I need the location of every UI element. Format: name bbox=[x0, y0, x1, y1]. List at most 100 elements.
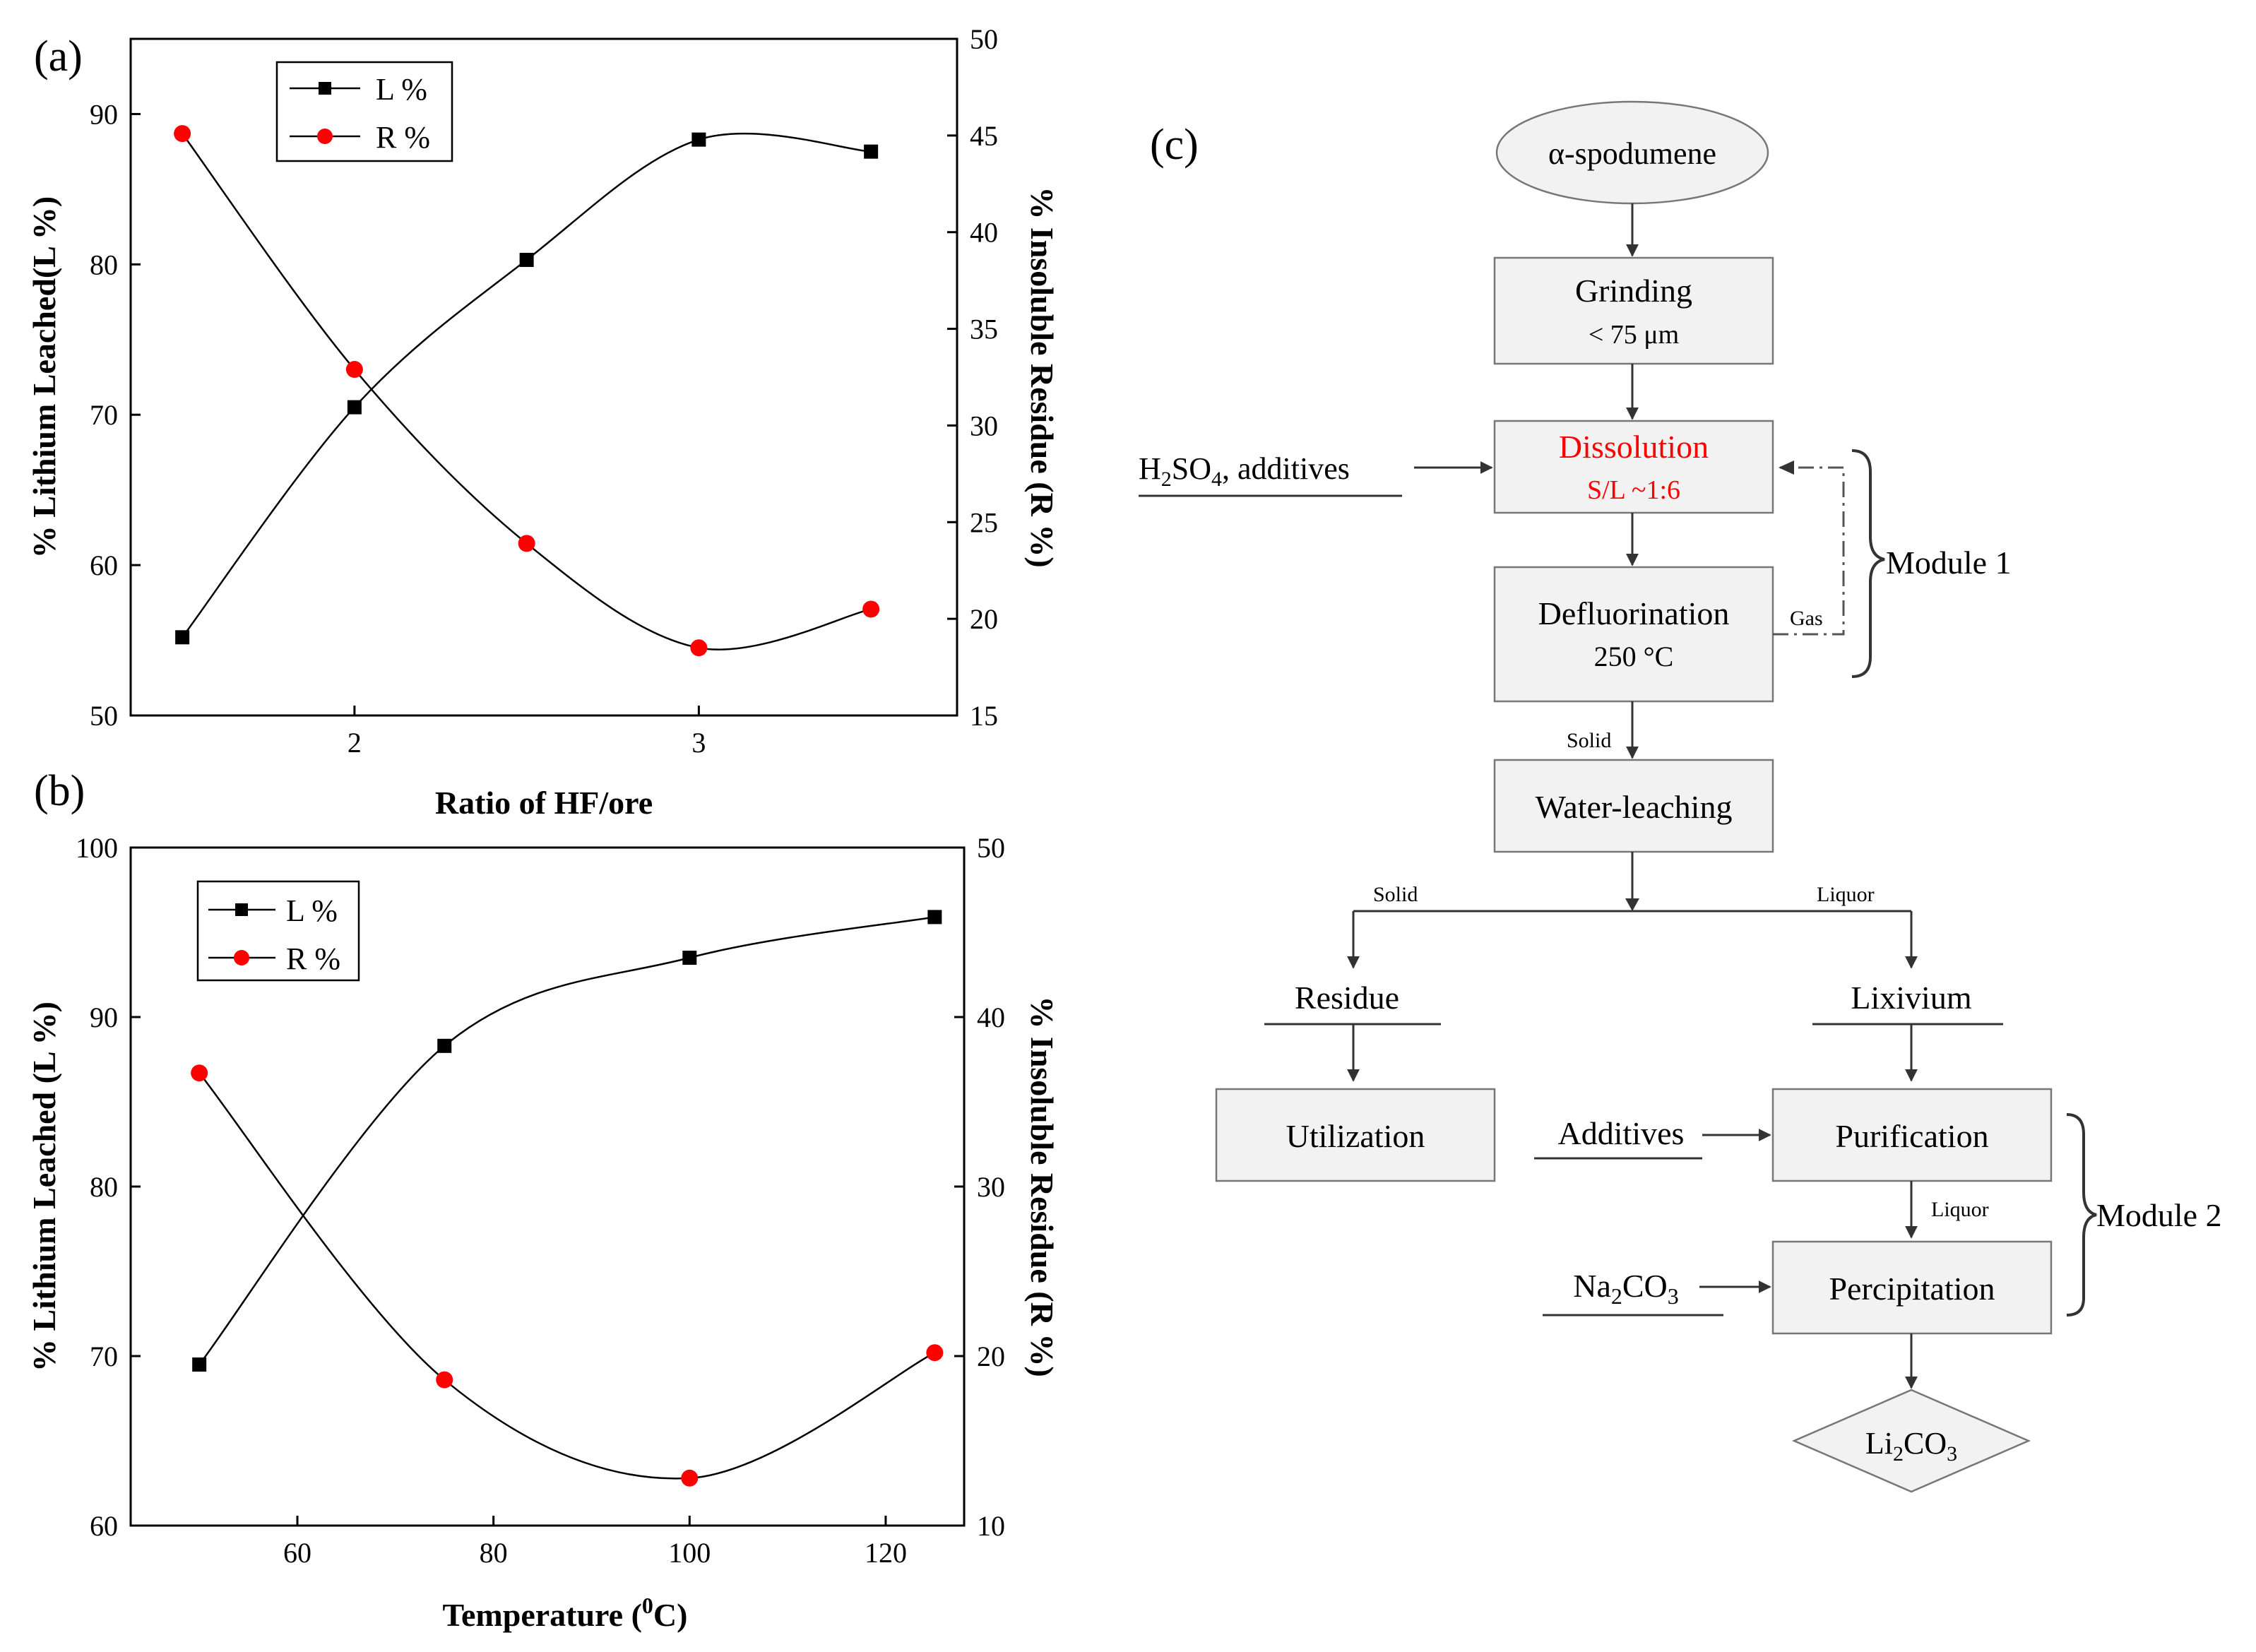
data-point-circle bbox=[926, 1344, 944, 1362]
legend-label-l-b: L % bbox=[286, 893, 338, 928]
data-point-circle bbox=[690, 639, 708, 657]
legend-b: L % R % bbox=[196, 880, 360, 982]
data-point-square bbox=[437, 1038, 452, 1053]
x-tick-label: 80 bbox=[480, 1537, 508, 1569]
solid-label-1: Solid bbox=[1567, 729, 1611, 752]
y-axis-right-ticks-b: 10 20 30 40 50 bbox=[954, 832, 1005, 1542]
marks-b bbox=[191, 910, 944, 1487]
module2-brace bbox=[2066, 1113, 2097, 1317]
utilization-box bbox=[1215, 1088, 1496, 1182]
y-left-tick-label: 80 bbox=[90, 249, 118, 280]
data-point-square bbox=[192, 1357, 207, 1372]
x-tick-label: 2 bbox=[348, 727, 362, 759]
y-left-tick-label: 60 bbox=[90, 549, 118, 581]
waterleaching-box bbox=[1493, 759, 1774, 853]
plot-frame-a bbox=[129, 37, 958, 717]
dissolution-sub: S/L ~1:6 bbox=[1587, 475, 1680, 505]
y-right-tick-label: 30 bbox=[977, 1171, 1005, 1203]
grinding-title: Grinding bbox=[1575, 273, 1692, 309]
y-axis-left-label-b: % Lithium Leached (L %) bbox=[26, 1002, 62, 1372]
defluorination-sub: 250 °C bbox=[1594, 641, 1674, 672]
data-point-circle bbox=[862, 600, 880, 618]
y-left-tick-label: 90 bbox=[90, 98, 118, 130]
y-right-tick-label: 50 bbox=[977, 832, 1005, 864]
x-tick-label: 120 bbox=[865, 1537, 907, 1569]
dissolution-box bbox=[1493, 420, 1774, 514]
y-left-tick-label: 80 bbox=[90, 1171, 118, 1203]
series-line-l bbox=[198, 916, 935, 1365]
y-right-tick-label: 10 bbox=[977, 1510, 1005, 1542]
legend-circle-marker-b bbox=[234, 950, 249, 965]
purification-box bbox=[1771, 1088, 2053, 1182]
y-right-tick-label: 30 bbox=[970, 410, 998, 441]
legend-label-l-a: L % bbox=[376, 72, 427, 107]
y-right-tick-label: 15 bbox=[970, 700, 998, 732]
data-point-square bbox=[927, 910, 942, 925]
y-right-tick-label: 20 bbox=[970, 603, 998, 635]
data-point-square bbox=[519, 252, 534, 267]
residue-label: Residue bbox=[1295, 980, 1399, 1016]
data-point-circle bbox=[681, 1469, 699, 1487]
data-point-circle bbox=[191, 1064, 208, 1082]
y-left-tick-label: 70 bbox=[90, 1341, 118, 1372]
liquor-label-2: Liquor bbox=[1931, 1198, 1989, 1221]
grinding-sub: < 75 μm bbox=[1589, 320, 1679, 350]
legend-a: L % R % bbox=[275, 61, 453, 162]
y-right-tick-label: 45 bbox=[970, 120, 998, 152]
lixivium-label: Lixivium bbox=[1851, 980, 1971, 1016]
y-right-tick-label: 35 bbox=[970, 314, 998, 345]
dissolution-title: Dissolution bbox=[1559, 429, 1709, 465]
series-line-r bbox=[182, 133, 872, 650]
module2-label: Module 2 bbox=[2096, 1197, 2222, 1233]
y-right-tick-label: 40 bbox=[970, 217, 998, 249]
data-point-circle bbox=[345, 361, 363, 379]
x-axis-label-a: Ratio of HF/ore bbox=[435, 785, 653, 821]
panel-label-a: (a) bbox=[34, 32, 83, 81]
gas-recycle-line bbox=[1773, 466, 1845, 636]
product-label: Li2CO3 bbox=[1865, 1426, 1957, 1466]
y-left-tick-label: 100 bbox=[76, 832, 118, 864]
y-left-tick-label: 60 bbox=[90, 1510, 118, 1542]
module1-label: Module 1 bbox=[1886, 545, 2012, 581]
y-left-tick-label: 50 bbox=[90, 700, 118, 732]
data-point-circle bbox=[518, 535, 535, 552]
liquor-label-1: Liquor bbox=[1817, 883, 1875, 906]
data-point-circle bbox=[174, 125, 191, 143]
utilization-label: Utilization bbox=[1286, 1118, 1425, 1154]
curves-a bbox=[182, 132, 872, 650]
na2co3-label: Na2CO3 bbox=[1573, 1268, 1679, 1309]
y-right-tick-label: 40 bbox=[977, 1002, 1005, 1033]
gas-recycle-arrowhead bbox=[1779, 460, 1794, 475]
series-line-r bbox=[198, 1072, 935, 1480]
x-axis-label-b: Temperature (0C) bbox=[443, 1593, 688, 1633]
panel-label-b: (b) bbox=[34, 767, 85, 815]
waterleaching-label: Water-leaching bbox=[1536, 789, 1733, 825]
legend-label-r-b: R % bbox=[286, 941, 340, 976]
split-arrowhead bbox=[1625, 898, 1639, 911]
data-point-circle bbox=[436, 1371, 453, 1389]
flowchart-c: (c) α-spodumene Grinding < 75 μm Dissolu… bbox=[1139, 100, 2222, 1493]
legend-box-b bbox=[196, 880, 360, 982]
marks-a bbox=[174, 125, 880, 657]
legend-circle-marker-a bbox=[317, 129, 333, 144]
curves-b bbox=[198, 916, 935, 1480]
product-node bbox=[1791, 1389, 2031, 1493]
panel-label-c: (c) bbox=[1150, 121, 1199, 169]
y-axis-right-label-a: % Insoluble Residue (R %) bbox=[1024, 186, 1060, 567]
purification-label: Purification bbox=[1835, 1118, 1988, 1154]
data-point-square bbox=[347, 400, 362, 415]
defluorination-box bbox=[1493, 566, 1774, 703]
x-tick-label: 3 bbox=[691, 727, 706, 759]
legend-box-a bbox=[275, 61, 453, 162]
y-right-tick-label: 25 bbox=[970, 506, 998, 538]
y-right-tick-label: 20 bbox=[977, 1341, 1005, 1372]
legend-label-r-a: R % bbox=[376, 120, 430, 155]
module1-brace bbox=[1851, 449, 1885, 678]
